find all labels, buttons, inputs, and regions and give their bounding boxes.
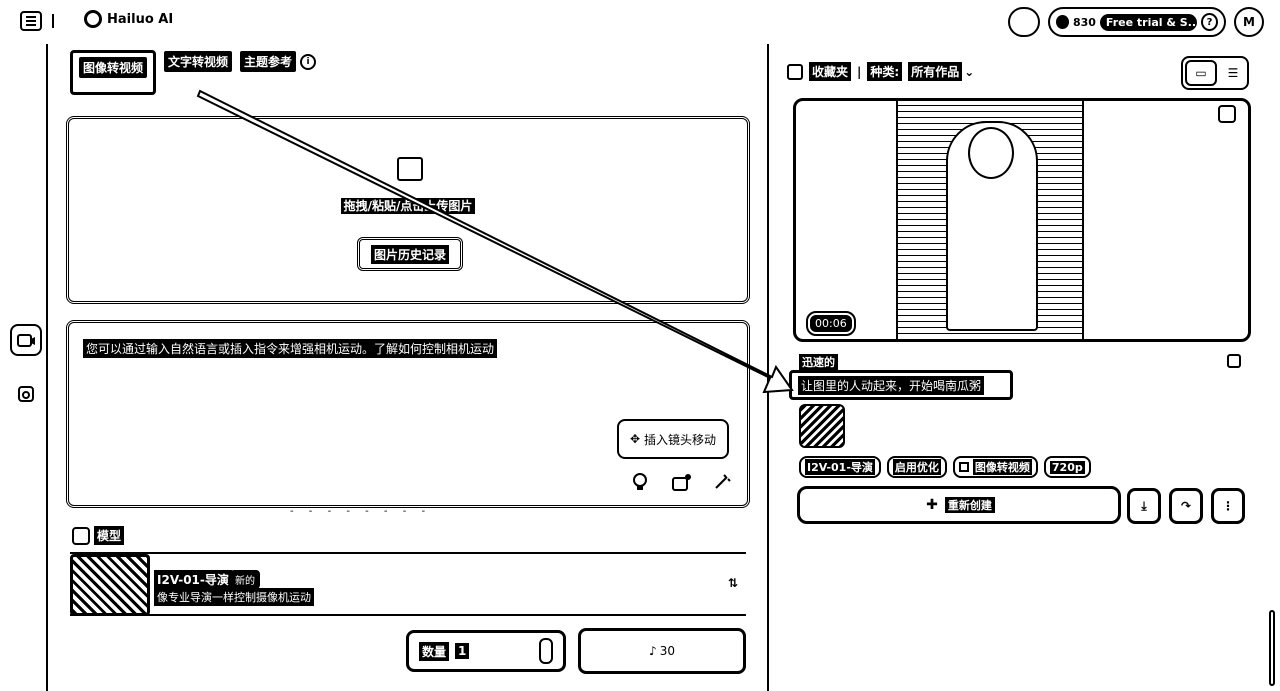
left-sidebar	[0, 44, 48, 691]
scrollbar[interactable]	[1269, 610, 1275, 686]
user-avatar[interactable]: M	[1234, 7, 1264, 37]
model-description: 像专业导演一样控制摄像机运动	[154, 588, 314, 606]
prompt-textarea[interactable]: 您可以通过输入自然语言或插入指令来增强相机运动。了解如何控制相机运动 ✥ 插入镜…	[66, 320, 750, 508]
app-logo[interactable]: Hailuo AI	[84, 10, 173, 28]
tag-text: 720p	[1049, 460, 1085, 474]
credit-count: 830	[1072, 15, 1096, 29]
quantity-stepper[interactable]: 数量 1	[406, 630, 566, 672]
divider: |	[857, 64, 862, 79]
favorites-label[interactable]: 收藏夹	[809, 62, 852, 81]
generate-button[interactable]: ♪ 30	[578, 628, 746, 674]
mode-tabs: 图像转视频 文字转视频 主题参考 i	[70, 50, 317, 95]
stepper-arrows-icon[interactable]	[539, 638, 553, 664]
tab-label: 图像转视频	[79, 57, 148, 78]
new-badge: 新的	[230, 570, 260, 589]
create-panel: 图像转视频 文字转视频 主题参考 i 拖拽/粘贴/点击上传图片 图片历史记录 您…	[50, 44, 766, 691]
upload-hint: 拖拽/粘贴/点击上传图片	[340, 198, 476, 214]
chevron-down-icon[interactable]: ⌄	[964, 64, 975, 79]
tag-text: I2V-01-导演	[805, 459, 875, 475]
tab-image-to-video[interactable]: 图像转视频	[70, 50, 157, 95]
camera-move-icon: ✥	[629, 432, 641, 446]
list-view-icon[interactable]: ☰	[1227, 66, 1239, 80]
top-bar: Hailuo AI 830 Free trial & S... ? M	[0, 0, 1280, 44]
divider	[52, 14, 54, 28]
app-name: Hailuo AI	[107, 11, 174, 27]
video-preview[interactable]: 00:06	[793, 98, 1251, 342]
model-section-label: 模型	[94, 526, 125, 545]
credit-coin-icon	[1056, 15, 1069, 29]
model-thumbnail	[70, 554, 150, 616]
recreate-button[interactable]: ✚ 重新创建	[797, 486, 1121, 524]
tag-mode: 图像转视频	[952, 456, 1038, 478]
generate-cost: 30	[659, 644, 675, 658]
image-upload-area[interactable]: 拖拽/粘贴/点击上传图片 图片历史记录	[66, 116, 750, 304]
video-create-icon[interactable]	[10, 324, 42, 356]
tag-optimization: 启用优化	[886, 456, 947, 478]
model-header: 模型	[72, 526, 125, 545]
cube-icon	[72, 526, 90, 545]
prompt-placeholder: 您可以通过输入自然语言或插入指令来增强相机运动。了解如何控制相机运动	[83, 339, 498, 358]
results-header: 收藏夹 | 种类: 所有作品 ⌄	[787, 62, 974, 81]
grid-view-icon[interactable]: ▭	[1185, 60, 1217, 86]
favorites-icon[interactable]	[787, 63, 803, 80]
type-dropdown[interactable]: 所有作品	[908, 62, 963, 81]
tag-text: 启用优化	[892, 459, 941, 475]
save-icon[interactable]	[1218, 105, 1236, 123]
magic-wand-icon[interactable]	[711, 471, 733, 493]
help-icon[interactable]: ?	[1201, 13, 1218, 31]
person-head	[968, 127, 1014, 179]
free-trial-button[interactable]: Free trial & S...	[1099, 13, 1198, 31]
menu-icon[interactable]	[20, 11, 42, 31]
model-name: I2V-01-导演	[154, 570, 232, 589]
info-icon[interactable]: i	[300, 53, 317, 70]
video-thumbnail	[896, 101, 1084, 339]
image-history-button[interactable]: 图片历史记录	[357, 237, 463, 271]
share-icon[interactable]: ↷	[1169, 488, 1203, 524]
bulb-icon[interactable]	[629, 471, 651, 493]
swap-icon[interactable]: ⇅	[727, 576, 738, 590]
image-upload-icon	[397, 157, 423, 181]
tooltip-text: 插入镜头移动	[644, 432, 717, 447]
recreate-label: 重新创建	[944, 497, 995, 513]
tag-resolution: 720p	[1043, 456, 1091, 478]
video-tags: I2V-01-导演 启用优化 图像转视频 720p	[799, 456, 1091, 478]
tag-model: I2V-01-导演	[799, 456, 881, 478]
tab-text-to-video[interactable]: 文字转视频	[164, 51, 233, 72]
divider: - - - - - - - -	[290, 506, 432, 517]
history-label: 图片历史记录	[370, 244, 449, 264]
plus-icon: ✚	[926, 497, 938, 513]
logo-icon	[84, 10, 102, 28]
source-image-thumbnail[interactable]	[799, 404, 845, 448]
insert-camera-tooltip: ✥ 插入镜头移动	[617, 419, 729, 459]
view-toggle[interactable]: ▭ ☰	[1181, 56, 1249, 90]
more-icon[interactable]: ⋮	[1211, 488, 1245, 524]
quantity-value[interactable]: 1	[455, 643, 470, 659]
model-selector[interactable]: I2V-01-导演 新的 像专业导演一样控制摄像机运动 ⇅	[70, 552, 746, 616]
video-prompt-text: 让图里的人动起来，开始喝南瓜粥	[798, 375, 985, 395]
video-duration: 00:06	[806, 311, 856, 336]
download-icon[interactable]: ⤓	[1127, 488, 1161, 524]
tag-text: 图像转视频	[972, 459, 1032, 475]
tab-subject-reference[interactable]: 主题参考	[240, 51, 297, 72]
quantity-label: 数量	[419, 641, 450, 661]
image-icon	[958, 462, 969, 472]
camera-insert-icon[interactable]	[671, 471, 693, 493]
image-create-icon[interactable]	[10, 378, 42, 410]
speed-label: 迅速的	[799, 354, 838, 370]
results-panel: 收藏夹 | 种类: 所有作品 ⌄ ▭ ☰ 00:06 迅速的 让图里的人动起来，…	[767, 44, 1280, 691]
credits-pill[interactable]: 830 Free trial & S... ?	[1048, 7, 1226, 37]
video-prompt: 让图里的人动起来，开始喝南瓜粥	[789, 370, 1013, 400]
copy-icon[interactable]	[1227, 354, 1241, 368]
credit-icon: ♪	[649, 644, 657, 658]
type-label: 种类:	[867, 62, 903, 81]
wallet-icon[interactable]	[1008, 7, 1040, 37]
